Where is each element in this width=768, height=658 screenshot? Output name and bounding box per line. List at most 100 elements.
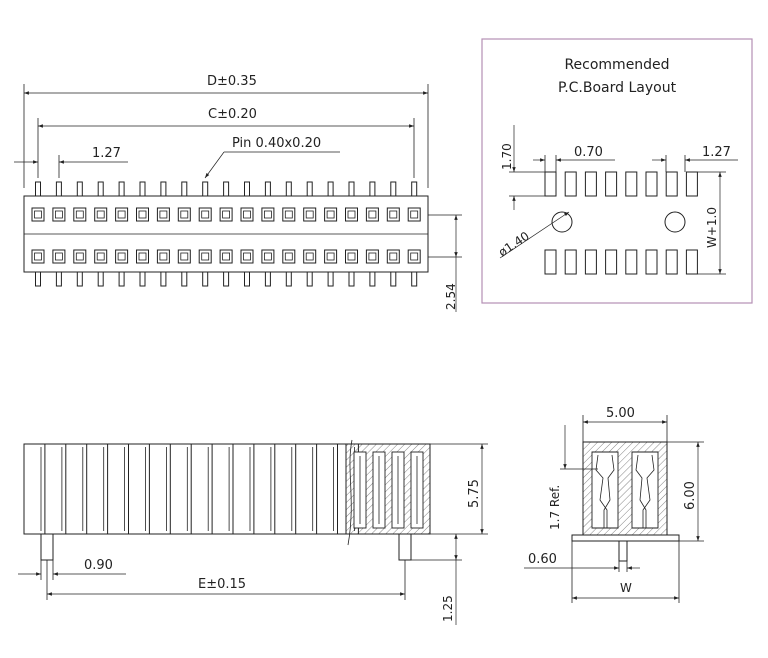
top-pin	[97, 181, 104, 197]
contact-lower-inner	[347, 252, 356, 261]
dim-w-label: W	[620, 581, 632, 595]
pad-top	[564, 171, 577, 197]
right-cavity	[631, 451, 659, 529]
contact-lower	[261, 249, 275, 264]
dim-e-label: E±0.15	[198, 577, 246, 592]
contact-lower-inner	[368, 252, 377, 261]
top-pin	[244, 181, 250, 197]
bottom-pin	[202, 271, 209, 287]
bottom-pin	[35, 271, 41, 287]
contact-upper-inner	[159, 210, 168, 219]
contact-lower-inner	[159, 252, 168, 261]
pad-top	[605, 171, 618, 197]
top-pin	[264, 181, 271, 197]
contact-lower	[345, 249, 358, 264]
end-center-pin	[618, 540, 628, 562]
top-pin	[35, 181, 41, 197]
contact-upper	[219, 207, 233, 222]
pin-rows	[31, 181, 421, 287]
dim-ref-label: 1.7 Ref.	[548, 485, 562, 530]
bottom-pin	[264, 271, 271, 287]
contact-lower	[136, 249, 149, 264]
layout-title-line1: Recommended	[564, 57, 669, 73]
contact-upper-inner	[243, 210, 251, 219]
pad-bottom	[564, 249, 577, 275]
contact-upper	[115, 207, 129, 222]
top-pin	[306, 181, 313, 197]
contact-upper-inner	[96, 210, 105, 219]
contact-upper	[324, 207, 338, 222]
pad-bottom	[584, 249, 597, 275]
contact-upper-inner	[75, 210, 84, 219]
contact-upper-inner	[201, 210, 210, 219]
contact-upper	[261, 207, 275, 222]
contact-lower-inner	[222, 252, 231, 261]
contact-lower	[219, 249, 233, 264]
top-pin	[285, 181, 292, 197]
contact-upper	[282, 207, 296, 222]
contact-upper	[52, 207, 66, 222]
contact-lower-inner	[243, 252, 251, 261]
pad-bottom	[665, 249, 678, 275]
contact-lower-inner	[138, 252, 147, 261]
contact-lower-inner	[410, 252, 419, 261]
contact-lower	[94, 249, 108, 264]
contact-upper-inner	[305, 210, 314, 219]
contact-upper	[156, 207, 170, 222]
top-pin	[369, 181, 376, 197]
layout-frame	[481, 38, 753, 304]
bottom-pin	[223, 271, 230, 287]
contact-upper-inner	[389, 210, 398, 219]
dim-pad-height-label: 1.70	[500, 143, 514, 170]
dim-end-height-label: 6.00	[683, 481, 698, 510]
contact-upper	[136, 207, 149, 222]
bottom-pin	[160, 271, 167, 287]
contact-upper-inner	[347, 210, 356, 219]
pcb-layout-panel: Recommended P.C.Board Layout 1.70 0.70 1…	[481, 38, 753, 304]
contact-upper-inner	[117, 210, 126, 219]
pad-top	[645, 171, 658, 197]
top-pin	[202, 181, 209, 197]
contact-upper-inner	[368, 210, 377, 219]
bottom-pin	[369, 271, 376, 287]
contact-lower-inner	[75, 252, 84, 261]
contact-lower	[156, 249, 170, 264]
contact-lower	[324, 249, 338, 264]
dim-span-label: W+1.0	[705, 207, 719, 248]
pad-top	[584, 171, 597, 197]
pad-top	[625, 171, 638, 197]
end-base	[571, 534, 680, 542]
contact-lower-inner	[389, 252, 398, 261]
side-ribs	[40, 444, 359, 534]
pad-grid	[544, 171, 698, 275]
bottom-pin	[244, 271, 250, 287]
contact-upper	[345, 207, 358, 222]
bottom-pin	[97, 271, 104, 287]
pad-bottom	[645, 249, 658, 275]
pad-bottom	[605, 249, 618, 275]
top-pin	[348, 181, 355, 197]
dim-tail-label: 1.25	[441, 595, 455, 622]
contact-lower-inner	[201, 252, 210, 261]
section-slots	[353, 451, 424, 529]
contact-upper-inner	[180, 210, 189, 219]
contact-upper	[365, 207, 379, 222]
contact-upper-inner	[410, 210, 419, 219]
contact-lower-inner	[180, 252, 189, 261]
dim-hole-label: ø1.40	[496, 229, 532, 260]
pad-bottom	[685, 249, 698, 275]
dim-d-label: D±0.35	[207, 74, 257, 89]
top-view: D±0.35 C±0.20 1.27 Pin 0.40x0.20 2.54	[14, 74, 462, 312]
pad-bottom	[544, 249, 557, 275]
bottom-pin	[139, 271, 146, 287]
contact-upper	[31, 207, 45, 222]
end-view: 5.00 6.00 1.7 Ref. 0.60 W	[524, 406, 704, 603]
contact-lower	[303, 249, 317, 264]
bottom-pin	[411, 271, 418, 287]
contact-upper-inner	[34, 210, 42, 219]
mounting-hole-right	[664, 211, 686, 233]
pad-top	[665, 171, 678, 197]
contact-lower	[177, 249, 191, 264]
contact-lower-inner	[96, 252, 105, 261]
